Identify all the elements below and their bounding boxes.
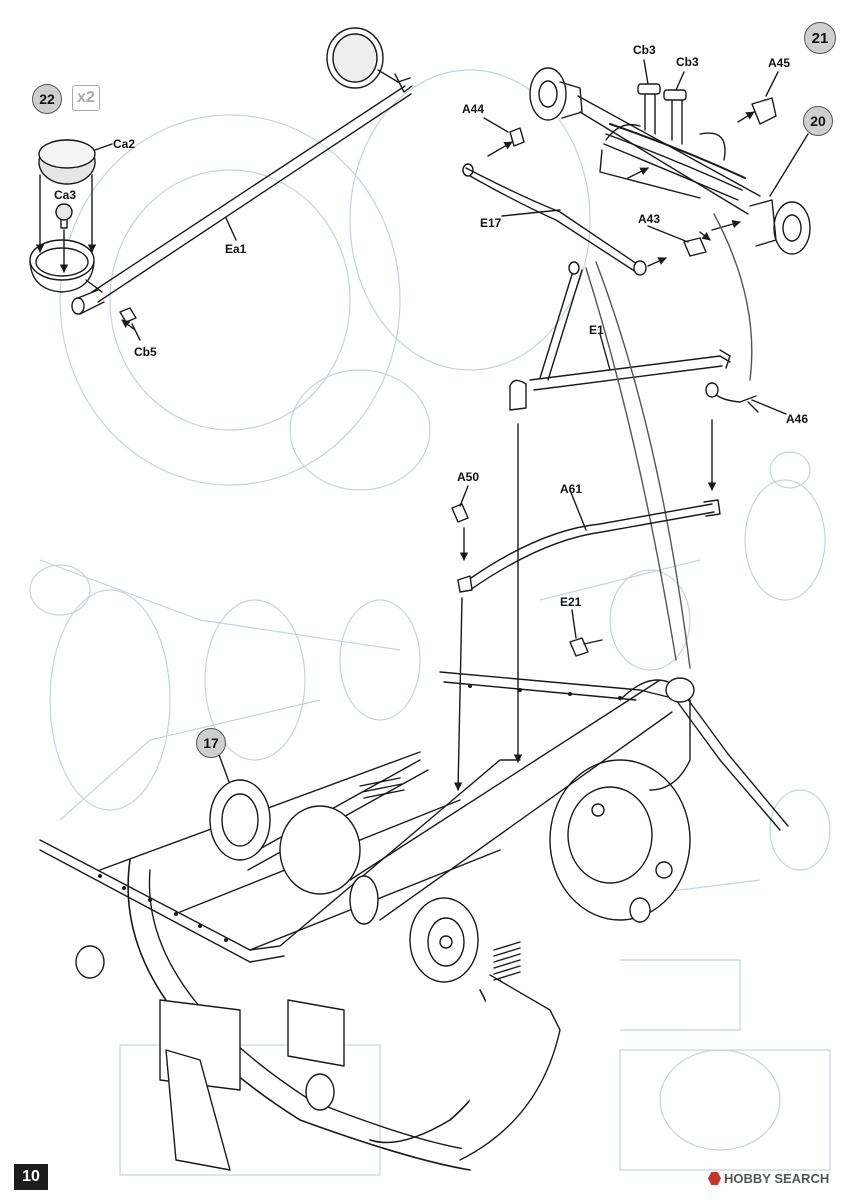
chassis-assembly (39, 671, 789, 1171)
step-21-marker: 21 (804, 22, 836, 54)
part-label-e1: E1 (589, 323, 604, 337)
watermark-brand: HOBBY SEARCH (708, 1171, 829, 1186)
part-label-a44: A44 (462, 102, 485, 116)
part-label-a50: A50 (457, 470, 480, 484)
part-label-e21: E21 (560, 595, 582, 609)
step-number: 22 (39, 91, 55, 107)
part-label-ea1: Ea1 (225, 242, 247, 256)
step-17-marker: 17 (196, 728, 226, 758)
part-label-cb3-right: Cb3 (676, 55, 699, 69)
part-label-e17: E17 (480, 216, 502, 230)
step-number: 20 (810, 113, 826, 129)
part-label-cb5: Cb5 (134, 345, 157, 359)
hexagon-logo-icon (708, 1172, 721, 1185)
part-label-a61: A61 (560, 482, 583, 496)
page-number: 10 (14, 1164, 48, 1190)
step-number: 17 (203, 735, 219, 751)
watermark-text: HOBBY SEARCH (724, 1171, 830, 1186)
part-label-cb3-left: Cb3 (633, 43, 656, 57)
mirror-assembly (29, 27, 413, 341)
quantity-multiplier: x2 (72, 85, 100, 111)
part-label-a45: A45 (768, 56, 791, 70)
step-20-marker: 20 (803, 106, 833, 136)
part-label-ca2: Ca2 (113, 137, 136, 151)
step-number: 21 (811, 29, 829, 47)
part-label-ca3: Ca3 (54, 188, 77, 202)
part-label-a43: A43 (638, 212, 661, 226)
part-label-a46: A46 (786, 412, 809, 426)
front-axle-assembly (462, 59, 811, 276)
step-22-marker: 22 (32, 84, 62, 114)
steering-linkage (217, 213, 787, 791)
